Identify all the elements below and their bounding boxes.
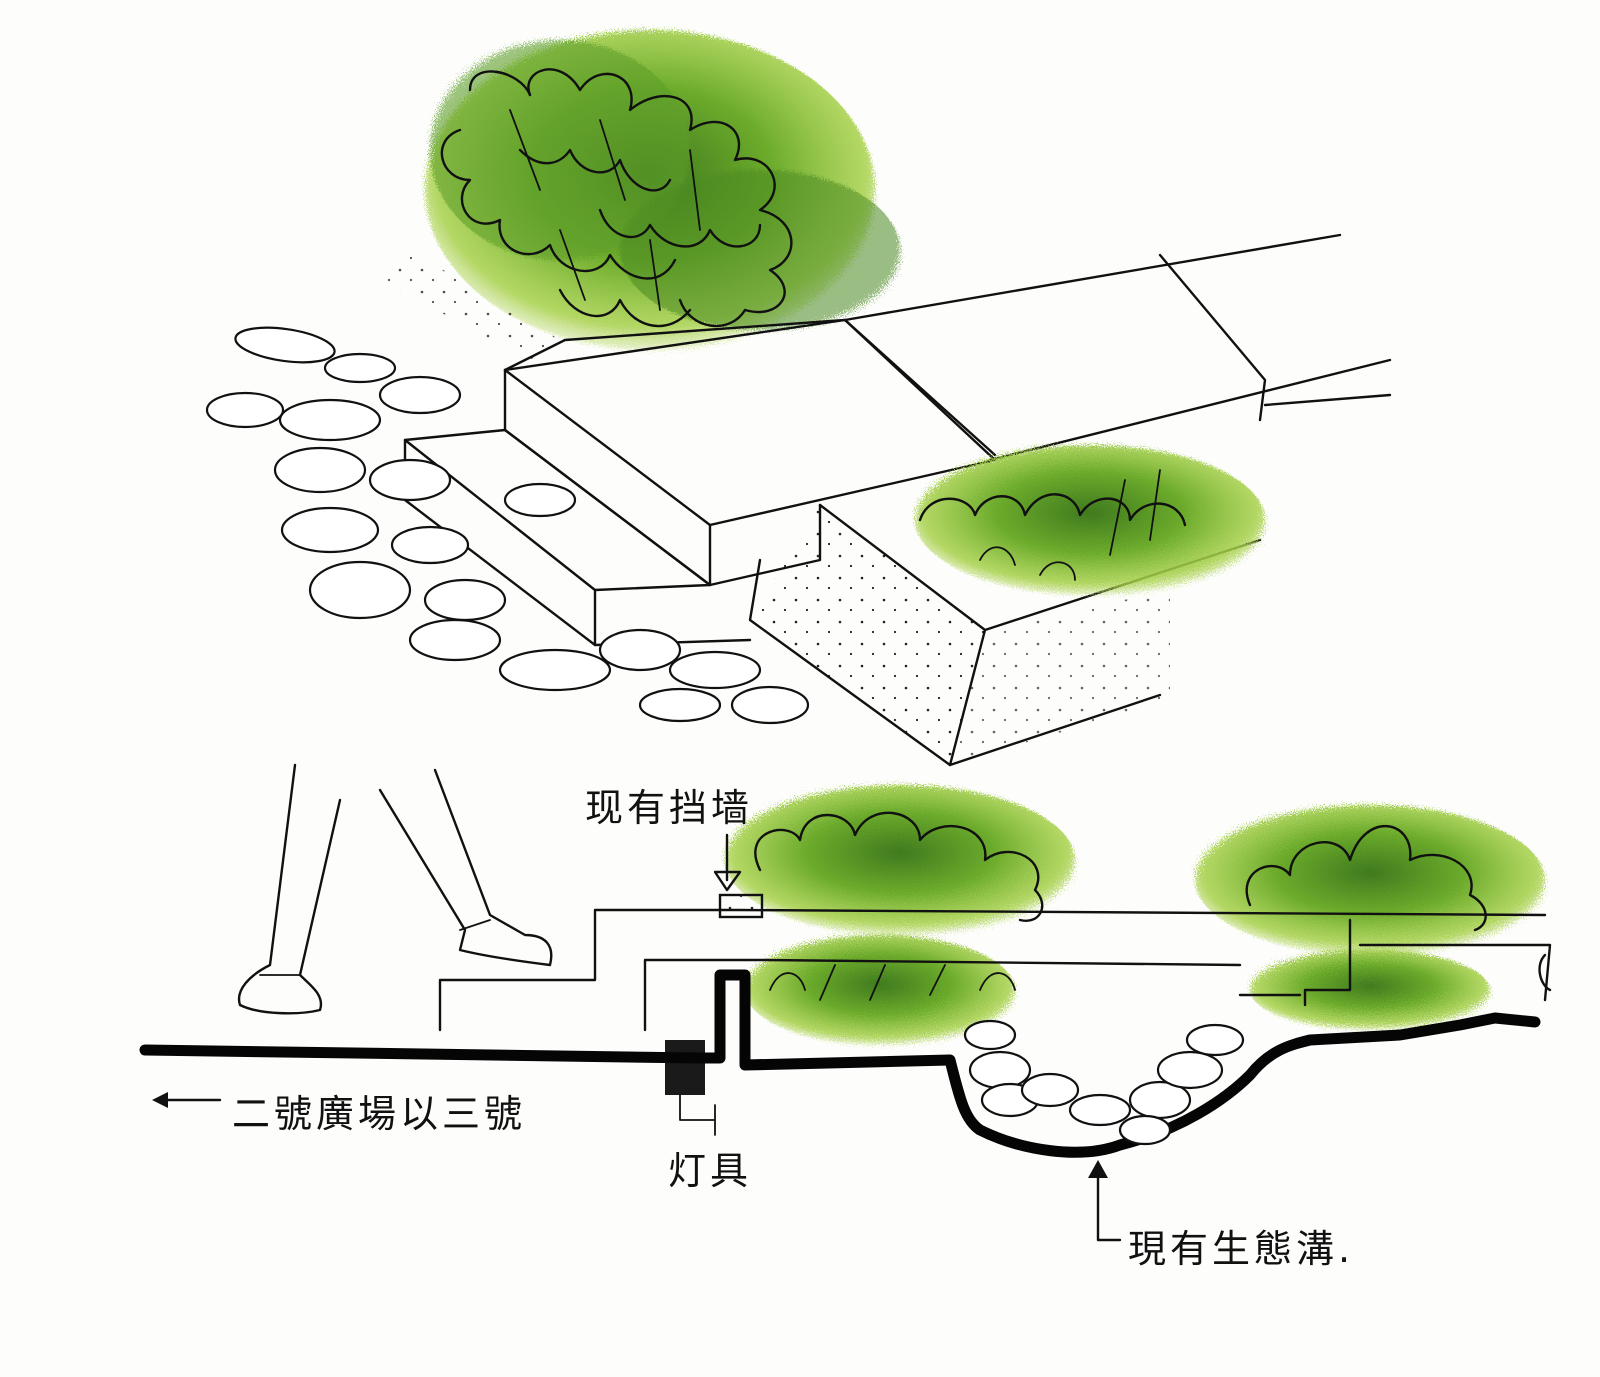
dotted-retaining-block bbox=[748, 503, 1262, 767]
direction-arrow bbox=[152, 1092, 168, 1108]
middle-planting-bed bbox=[915, 445, 1265, 595]
lamp-fixture bbox=[665, 1040, 716, 1136]
cobble-stones bbox=[205, 326, 810, 725]
ditch-arrow bbox=[1088, 1160, 1108, 1178]
perspective-view bbox=[205, 30, 1392, 767]
ground-line bbox=[139, 969, 1541, 1158]
step-block-upper bbox=[503, 318, 997, 587]
section-planting-right bbox=[1195, 805, 1545, 1030]
ditch-stones bbox=[963, 1019, 1245, 1146]
section-structure bbox=[438, 908, 1552, 1032]
retaining-wall-label: 现有挡墙 bbox=[585, 786, 754, 830]
retaining-wall-arrow bbox=[713, 833, 742, 892]
coping-slab bbox=[843, 233, 1392, 462]
retaining-wall-cap bbox=[718, 893, 764, 919]
lamp-label: 灯具 bbox=[668, 1149, 753, 1193]
upper-planting-mass bbox=[425, 30, 900, 350]
direction-label: 二號廣場以三號 bbox=[232, 1092, 527, 1136]
dotted-slope bbox=[380, 250, 560, 360]
ditch-label: 現有生態溝. bbox=[1128, 1227, 1355, 1271]
person-legs bbox=[237, 763, 553, 1015]
section-planting-left bbox=[725, 785, 1075, 935]
section-view bbox=[139, 763, 1552, 1242]
ditch-arrow-shaft bbox=[1096, 1173, 1122, 1242]
